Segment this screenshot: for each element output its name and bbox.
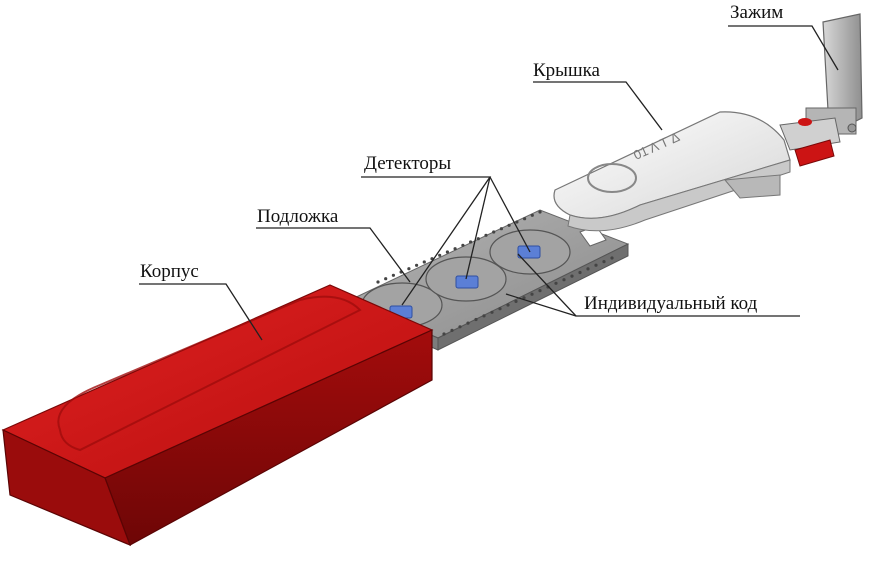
code-hole <box>515 220 519 224</box>
code-hole <box>415 263 419 267</box>
code-hole <box>476 237 480 241</box>
red-body <box>1 284 434 547</box>
code-hole <box>492 230 496 234</box>
lid: 01 Λ T Δ <box>553 111 791 232</box>
code-hole <box>461 243 465 247</box>
code-hole <box>490 310 494 314</box>
detectors-leader-3 <box>489 176 531 253</box>
code-hole <box>562 278 566 282</box>
code-hole <box>391 273 395 277</box>
label-body: Корпус <box>140 261 199 282</box>
code-hole <box>499 227 503 231</box>
substrate-leader <box>256 227 411 283</box>
code-leader-2 <box>505 293 577 317</box>
body-leader <box>139 283 263 341</box>
code-hole <box>445 250 449 254</box>
label-lid: Крышка <box>533 60 600 81</box>
code-hole <box>469 240 473 244</box>
code-hole <box>466 321 470 325</box>
lid-leader <box>533 81 663 131</box>
clamp-leader <box>728 25 839 71</box>
code-hole <box>538 289 542 293</box>
code-hole <box>522 296 526 300</box>
code-hole <box>458 325 462 329</box>
code-hole <box>523 217 527 221</box>
code-hole <box>407 267 411 271</box>
code-hole <box>442 332 446 336</box>
code-hole <box>482 314 486 318</box>
code-hole <box>594 263 598 267</box>
code-hole <box>474 317 478 322</box>
code-hole <box>453 247 457 251</box>
label-individual-code: Индивидуальный код <box>584 293 758 314</box>
clamp <box>779 13 863 167</box>
individual-code-holes <box>376 210 614 336</box>
code-hole <box>507 223 511 227</box>
label-detectors: Детекторы <box>364 153 452 174</box>
code-hole <box>554 281 558 285</box>
code-hole <box>498 307 502 311</box>
code-hole <box>422 260 426 264</box>
code-hole <box>538 210 542 214</box>
code-hole <box>484 233 488 237</box>
code-hole <box>438 253 442 257</box>
code-hole <box>570 274 574 278</box>
code-hole <box>586 267 590 271</box>
code-hole <box>530 292 534 296</box>
code-hole <box>602 260 606 264</box>
detectors-leader-2 <box>465 176 491 280</box>
label-clamp: Зажим <box>730 2 784 23</box>
code-hole <box>610 256 614 260</box>
code-hole <box>450 328 454 332</box>
leader-lines <box>139 25 839 341</box>
detector-2 <box>455 275 479 289</box>
code-hole <box>578 270 582 275</box>
detector-3 <box>517 245 541 259</box>
label-substrate: Подложка <box>257 206 339 227</box>
code-hole <box>530 213 534 217</box>
code-hole <box>376 280 380 284</box>
code-hole <box>514 299 518 303</box>
code-hole <box>506 303 510 307</box>
code-hole <box>384 277 388 281</box>
